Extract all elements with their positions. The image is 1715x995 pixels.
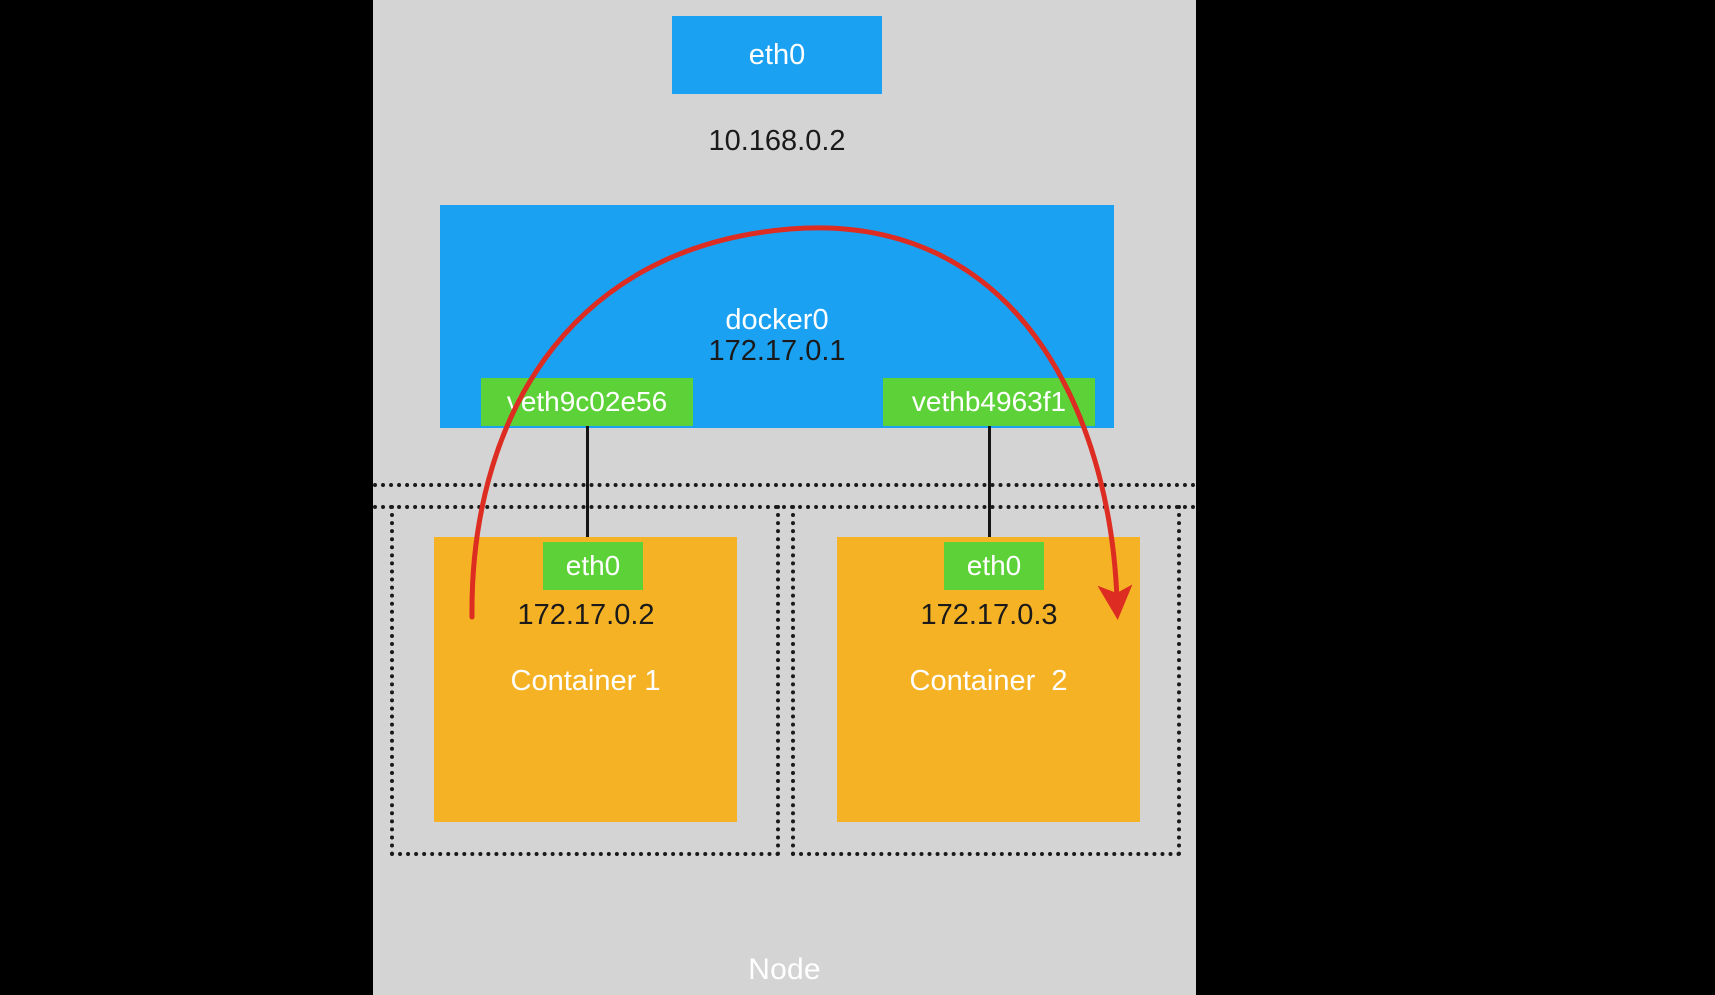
container-1-name: Container 1 [510, 665, 661, 697]
node-label: Node [748, 953, 821, 986]
container-2-eth0-label: eth0 [966, 550, 1022, 581]
host-eth0-label: eth0 [748, 39, 806, 71]
container-2-ip: 172.17.0.3 [920, 599, 1058, 631]
container-1-ip: 172.17.0.2 [517, 599, 655, 631]
host-eth0-ip: 10.168.0.2 [708, 125, 846, 157]
docker0-label: docker0 [725, 304, 829, 336]
container-2-namespace [791, 505, 1181, 856]
docker0-ip: 172.17.0.1 [708, 335, 846, 367]
container-1-eth0-box: eth0 [543, 542, 643, 590]
veth-left-label: veth9c02e56 [506, 386, 668, 417]
veth-right-box: vethb4963f1 [883, 378, 1095, 426]
host-eth0-box: eth0 [672, 16, 882, 94]
namespace-separator-top [373, 483, 1196, 487]
veth-right-label: vethb4963f1 [911, 386, 1067, 417]
node-panel: eth0 10.168.0.2 docker0 172.17.0.1 veth9… [373, 0, 1196, 995]
container-2-eth0-box: eth0 [944, 542, 1044, 590]
container-1-eth0-label: eth0 [565, 550, 621, 581]
container-2-name: Container 2 [909, 665, 1068, 697]
container-1-namespace [390, 505, 780, 856]
veth-left-box: veth9c02e56 [481, 378, 693, 426]
